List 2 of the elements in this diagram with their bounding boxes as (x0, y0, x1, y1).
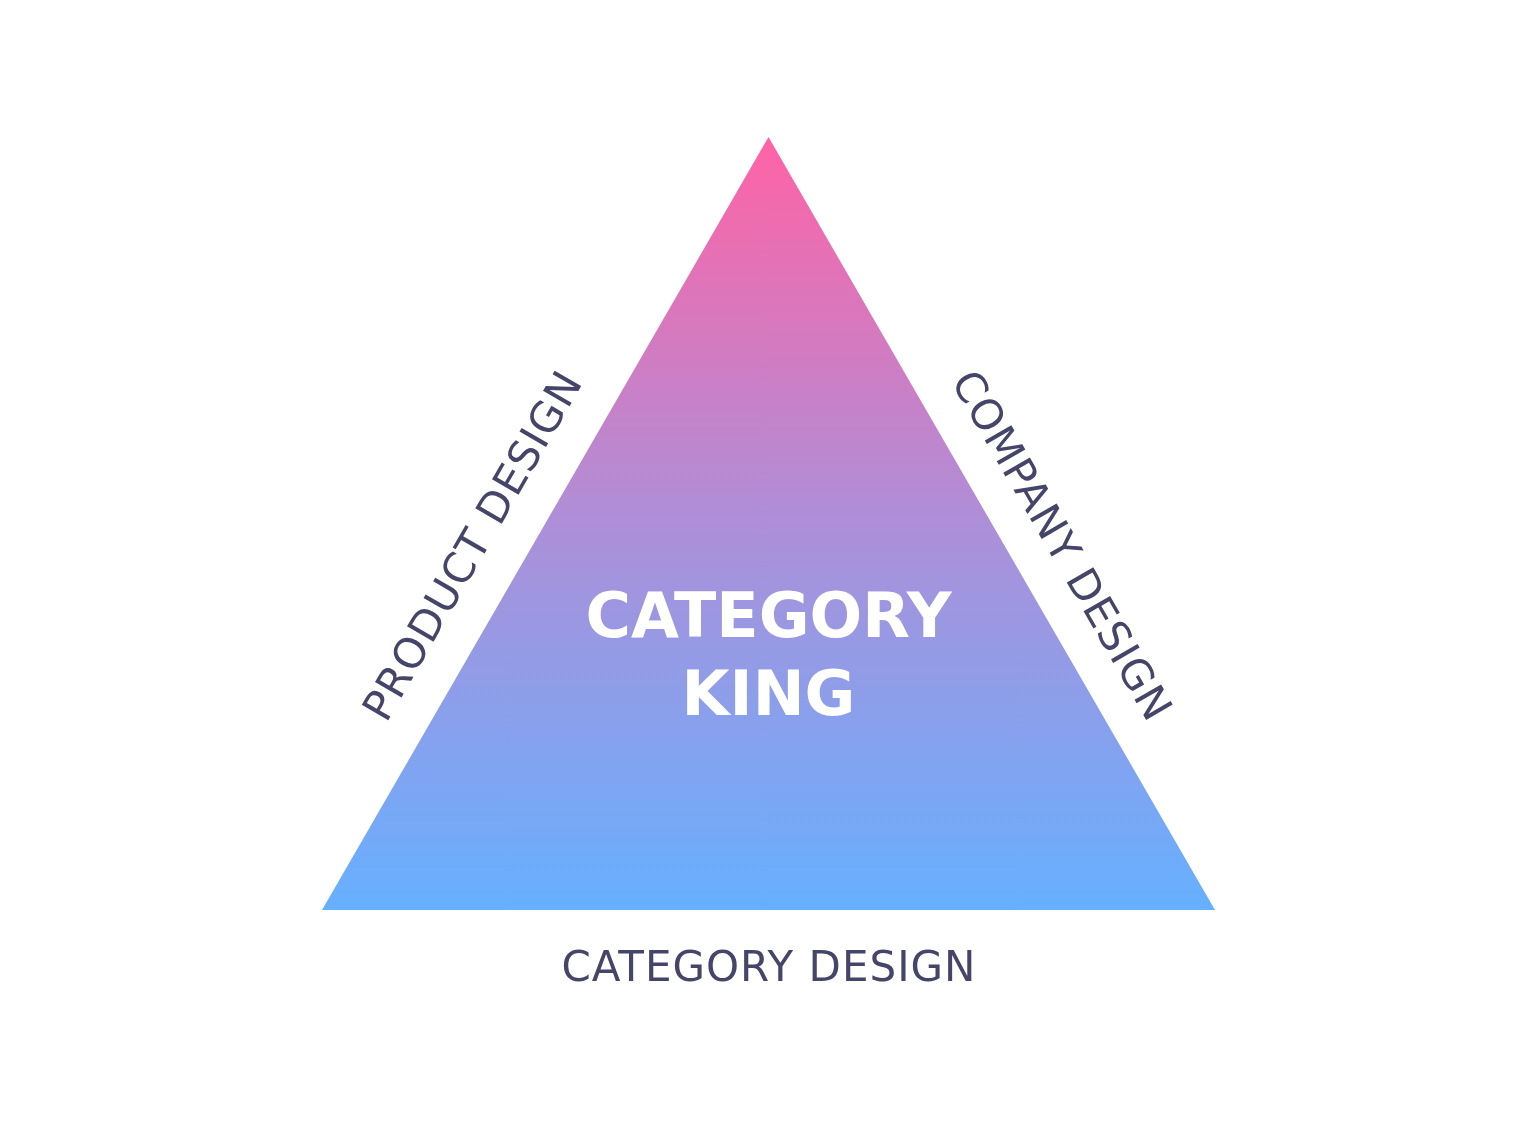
base-label: CATEGORY DESIGN (561, 941, 977, 991)
triangle-title: CATEGORY KING (584, 578, 953, 732)
